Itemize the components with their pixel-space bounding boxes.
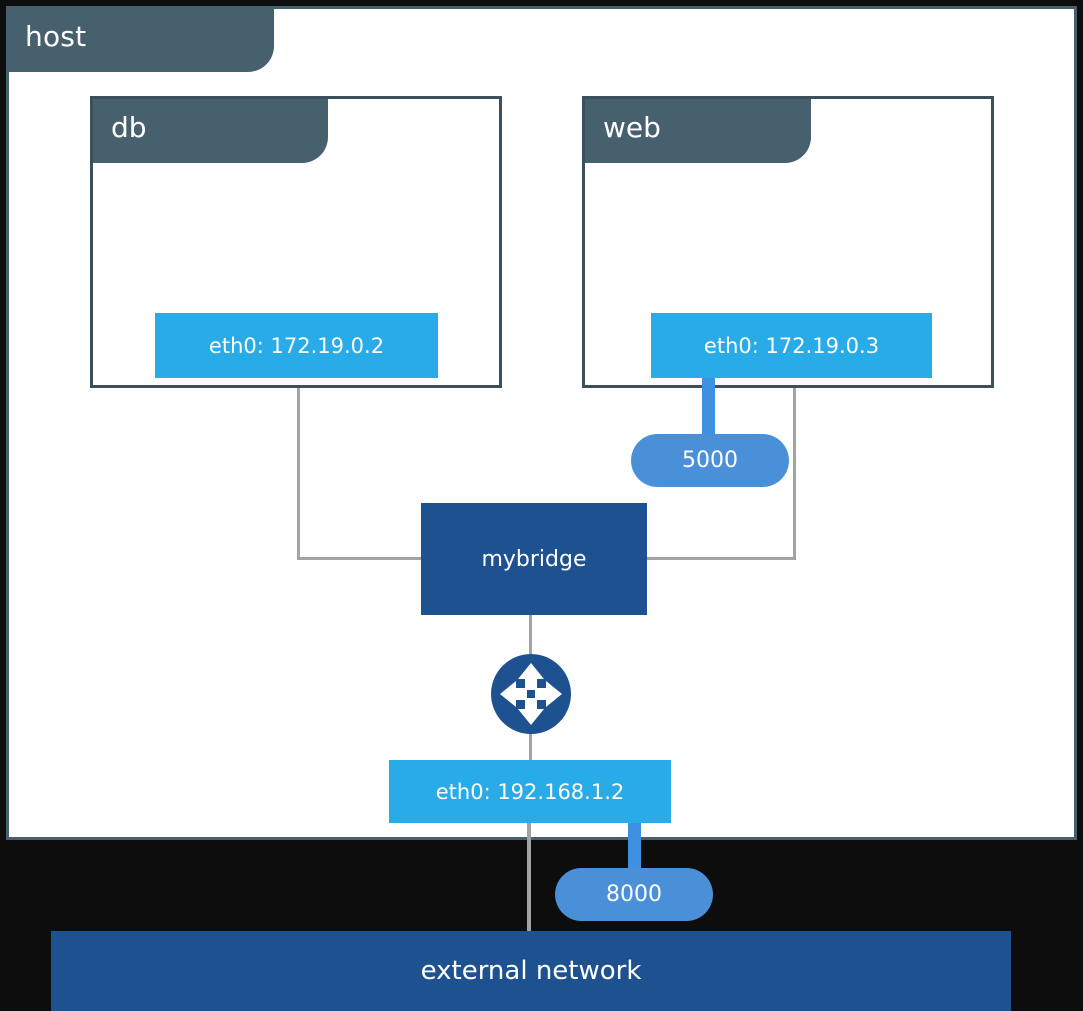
connector-router-to-host-interface [529, 716, 532, 768]
connector-db-vertical [297, 388, 300, 560]
bridge-mybridge[interactable]: mybridge [421, 503, 647, 615]
connector-bridge-to-router [529, 614, 532, 674]
host-tab-label: host [25, 20, 87, 53]
connector-web-horizontal [644, 557, 796, 560]
port-pill-5000-label: 5000 [682, 448, 738, 473]
interface-web-eth0-label: eth0: 172.19.0.3 [703, 333, 880, 358]
interface-web-eth0[interactable]: eth0: 172.19.0.3 [651, 313, 932, 378]
interface-db-eth0[interactable]: eth0: 172.19.0.2 [155, 313, 438, 378]
container-db-tab: db [93, 99, 328, 163]
interface-host-eth0[interactable]: eth0: 192.168.1.2 [389, 760, 671, 823]
connector-web-to-port-5000 [702, 370, 715, 446]
connector-db-horizontal [297, 557, 425, 560]
port-pill-8000-label: 8000 [606, 882, 662, 907]
bridge-mybridge-label: mybridge [481, 546, 587, 572]
container-db-label: db [111, 111, 147, 144]
router-icon[interactable] [489, 652, 573, 736]
container-web-tab: web [585, 99, 811, 163]
connector-web-vertical [793, 388, 796, 560]
interface-host-eth0-label: eth0: 192.168.1.2 [435, 779, 625, 804]
container-web-label: web [603, 111, 661, 144]
port-pill-5000[interactable]: 5000 [631, 434, 789, 487]
external-network-label: external network [420, 956, 642, 986]
external-network-bar[interactable]: external network [51, 931, 1011, 1011]
connector-host-to-port-8000 [628, 818, 641, 884]
host-tab[interactable]: host [6, 6, 274, 72]
port-pill-8000[interactable]: 8000 [555, 868, 713, 921]
interface-db-eth0-label: eth0: 172.19.0.2 [208, 333, 385, 358]
connector-host-interface-to-external [527, 822, 531, 934]
